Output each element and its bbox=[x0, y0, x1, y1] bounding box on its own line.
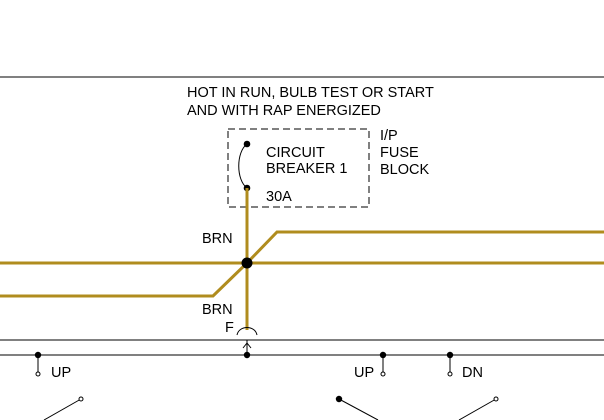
switch-right-down bbox=[446, 351, 454, 377]
switch-right-down-label: DN bbox=[462, 365, 483, 381]
fuse-block-label-line-2: FUSE bbox=[380, 145, 419, 161]
switch-left-up-label: UP bbox=[51, 365, 71, 381]
switch-contact-right-down-icon bbox=[458, 396, 499, 420]
connector-arrow-icon bbox=[242, 340, 252, 359]
splice-dot bbox=[241, 257, 253, 269]
breaker-name-line-2: BREAKER 1 bbox=[266, 161, 347, 177]
breaker-name-line-1: CIRCUIT bbox=[266, 145, 325, 161]
circuit-breaker-icon bbox=[238, 140, 251, 192]
lower-left-branch-wire bbox=[0, 261, 249, 298]
fuse-block-outline bbox=[227, 128, 370, 208]
wire-color-lower: BRN bbox=[202, 302, 233, 318]
fuse-block-label-line-1: I/P bbox=[380, 128, 398, 144]
fuse-block-label-line-3: BLOCK bbox=[380, 162, 429, 178]
connector-pin-label: F bbox=[225, 320, 234, 336]
switch-contact-left-icon bbox=[43, 396, 84, 420]
power-note-line-1: HOT IN RUN, BULB TEST OR START bbox=[187, 85, 434, 101]
switch-left-up bbox=[34, 351, 42, 377]
upper-right-branch-wire bbox=[245, 230, 604, 265]
connector-pin-icon bbox=[236, 327, 258, 336]
switch-right-up bbox=[379, 351, 387, 377]
wire-color-upper: BRN bbox=[202, 231, 233, 247]
switch-right-up-label: UP bbox=[354, 365, 374, 381]
power-note-line-2: AND WITH RAP ENERGIZED bbox=[187, 103, 381, 119]
breaker-rating: 30A bbox=[266, 189, 292, 205]
switch-contact-right-up-icon bbox=[335, 395, 379, 420]
